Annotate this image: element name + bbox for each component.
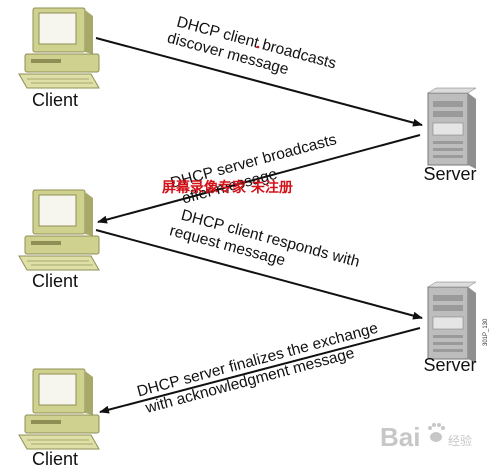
acknowledgment-arrow [99, 327, 421, 414]
side-code-text: 301P_130 [483, 318, 489, 346]
client-label: Client [32, 90, 78, 110]
server-icon [427, 87, 477, 170]
server-label: Server [423, 355, 476, 375]
discover-message-label: DHCP client broadcasts discover message [165, 14, 338, 79]
client-label: Client [32, 449, 78, 469]
request-arrow [95, 229, 423, 320]
svg-text:经验: 经验 [448, 433, 472, 448]
baidu-logo-watermark: Bai 经验 [380, 422, 472, 452]
recorder-watermark: 屏幕录像专家 未注册 [162, 179, 293, 196]
offer-arrow [97, 134, 421, 224]
svg-text:Bai: Bai [380, 422, 420, 452]
client-label: Client [32, 271, 78, 291]
offer-message-label: DHCP server broadcasts offer message [169, 131, 339, 207]
paw-icon [428, 423, 445, 442]
client-computer-icon [18, 189, 100, 271]
client-computer-icon [18, 7, 100, 89]
discover-arrow [95, 37, 423, 127]
acknowledgment-message-label: DHCP server finalizes the exchange with … [135, 320, 380, 417]
server-label: Server [423, 164, 476, 184]
client-computer-icon [18, 368, 100, 450]
red-dot [256, 45, 260, 49]
server-icon [427, 281, 477, 364]
